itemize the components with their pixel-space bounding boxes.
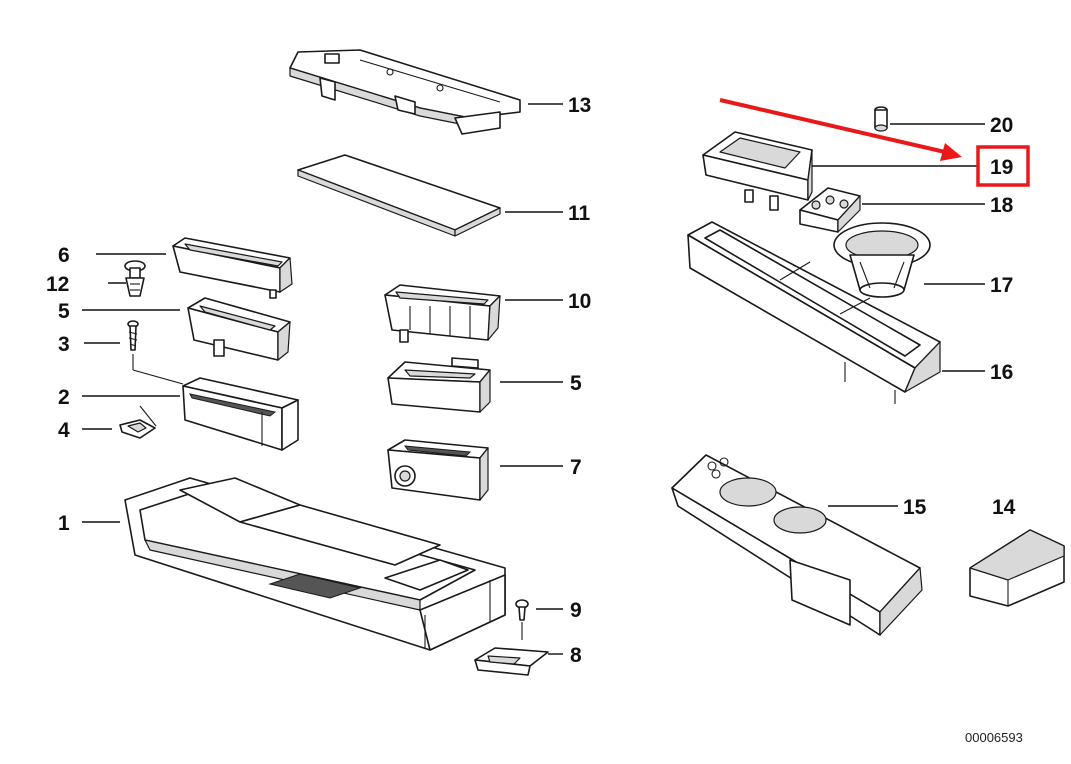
callout-9: 9 — [570, 599, 582, 622]
part-18-switch-block — [799, 187, 861, 233]
highlight-box — [976, 145, 1030, 187]
part-5-middle-insert — [387, 357, 491, 413]
part-20-plug — [874, 106, 888, 132]
callout-7: 7 — [570, 456, 582, 479]
callout-10: 10 — [568, 290, 591, 313]
callout-numbers: 13 11 6 12 5 3 2 4 1 10 5 7 9 8 20 19 18… — [46, 94, 1016, 667]
callout-20: 20 — [990, 114, 1013, 137]
leader-lines — [82, 103, 985, 655]
part-19-insert — [702, 131, 813, 211]
callout-16: 16 — [990, 361, 1013, 384]
part-13-bracket — [289, 49, 521, 135]
part-7-socket-module — [387, 439, 489, 501]
callout-6: 6 — [58, 244, 70, 267]
callout-5-middle: 5 — [570, 372, 582, 395]
part-4-clip — [119, 405, 157, 439]
part-10-housing — [384, 284, 501, 343]
callout-3: 3 — [58, 333, 70, 356]
callout-12: 12 — [46, 273, 69, 296]
callout-8: 8 — [570, 644, 582, 667]
part-5-left-insert — [187, 297, 291, 361]
callout-11: 11 — [568, 202, 591, 225]
callout-13: 13 — [568, 94, 591, 117]
part-3-screw — [127, 320, 184, 385]
callout-15: 15 — [903, 496, 927, 519]
part-15-center-console — [671, 454, 923, 636]
callout-14: 14 — [992, 496, 1016, 519]
part-12-clip — [124, 260, 146, 297]
part-14-cover — [969, 529, 1065, 607]
highlight-arrow — [719, 98, 962, 161]
part-1-console-tray — [124, 477, 506, 651]
callout-5-left: 5 — [58, 300, 70, 323]
callout-18: 18 — [990, 194, 1014, 217]
callout-19: 19 — [990, 156, 1013, 179]
callout-17: 17 — [990, 274, 1013, 297]
part-6-tray — [172, 237, 293, 299]
part-11-pad — [297, 154, 501, 237]
callout-1: 1 — [58, 512, 70, 535]
part-17-cup-holder — [833, 222, 931, 298]
diagram-id: 00006593 — [965, 730, 1023, 745]
part-2-box — [182, 377, 299, 451]
part-8-bracket — [474, 647, 549, 676]
part-16-carrier — [687, 221, 941, 404]
callout-4: 4 — [58, 419, 70, 442]
callout-2: 2 — [58, 386, 70, 409]
part-9-screw — [515, 599, 529, 640]
